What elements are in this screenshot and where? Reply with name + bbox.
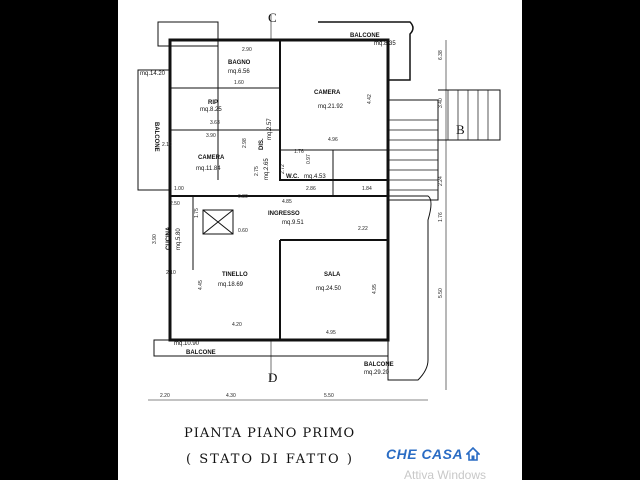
brand-logo: CHE CASA	[386, 444, 481, 464]
os-activation-watermark: Attiva Windows	[404, 468, 487, 480]
room-area-ingresso: mq.9.51	[282, 220, 304, 226]
dimension-label: 1.75	[194, 208, 200, 218]
room-name-tinello: TINELLO	[222, 272, 248, 278]
dimension-label: 4.20	[232, 322, 242, 328]
dimension-label: 4.95	[326, 330, 336, 336]
dimension-label: 2.10	[166, 270, 176, 276]
right-balcony	[388, 195, 432, 360]
dimension-label: 0.60	[238, 228, 248, 234]
dimension-label: 1.60	[234, 80, 244, 86]
room-name-balcone-bottom-right: BALCONE	[364, 362, 394, 368]
house-icon	[466, 447, 481, 461]
room-name-balcone-top: BALCONE	[350, 33, 380, 39]
left-balcony	[137, 69, 171, 191]
brand-logo-text: CHE CASA	[386, 446, 464, 462]
dimension-label: 0.97	[306, 154, 312, 164]
dimension-label: 2.50	[170, 201, 180, 207]
room-name-sala: SALA	[324, 272, 341, 278]
dimension-label: 4.96	[328, 137, 338, 143]
top-right-balcony-outline	[318, 21, 414, 81]
bottom-dimension-label: 2.20	[160, 393, 170, 399]
room-area-camera-1: mq.21.92	[318, 104, 344, 110]
dimension-label: 2.22	[358, 226, 368, 232]
dimension-label: 4.85	[282, 199, 292, 205]
floor-plan: C B D BALCONE mq.8.35 BAGNO mq.6.56 CAME…	[137, 10, 501, 401]
dimension-label: 4.42	[367, 94, 373, 104]
dimension-label: 2.98	[242, 138, 248, 148]
dimension-label: 1.76	[294, 149, 304, 155]
dimension-label: 1.76	[438, 212, 444, 222]
room-area-balcone-top: mq.8.35	[374, 41, 396, 47]
room-area-sala: mq.24.50	[316, 286, 342, 292]
section-letter-d: D	[268, 370, 277, 385]
drawing-subtitle: ( STATO DI FATTO )	[186, 452, 354, 467]
dimension-label: 6.38	[438, 50, 444, 60]
dimension-label: 3.40	[438, 98, 444, 108]
elevator-shaft	[202, 209, 234, 235]
room-name-cucina: CUCINA	[166, 226, 172, 250]
bottom-right-balcony	[387, 340, 429, 381]
dimension-label: 2.24	[438, 176, 444, 186]
room-area-balcone-left: mq.14.20	[140, 71, 166, 77]
room-area-balcone-bottom-left: mq.10.90	[174, 341, 200, 347]
room-name-balcone-bottom-left: BALCONE	[186, 350, 216, 356]
dimension-label: 1.00	[174, 186, 184, 192]
room-area-wc: mq.4.53	[304, 174, 326, 180]
dimension-label: 3.90	[152, 234, 158, 244]
stair-treads	[388, 90, 489, 191]
room-area-tinello: mq.18.69	[218, 282, 244, 288]
room-name-camera-1: CAMERA	[314, 90, 341, 96]
dimension-label: 2.86	[306, 186, 316, 192]
room-area-camera-2: mq.11.84	[196, 166, 221, 172]
camera-wall	[279, 39, 389, 181]
section-letter-b: B	[456, 122, 465, 137]
elevator-diagonal	[202, 209, 234, 235]
room-name-bagno: BAGNO	[228, 60, 251, 66]
room-area-rip2: mq.2.65	[264, 158, 270, 180]
bottom-dimension-label: 5.50	[324, 393, 334, 399]
dimension-label: 3.90	[206, 133, 216, 139]
room-name-balcone-left: BALCONE	[153, 122, 159, 152]
dimension-label: 2.72	[280, 164, 286, 174]
dimension-label: 1.84	[362, 186, 372, 192]
dimension-label: 2.75	[254, 166, 260, 176]
room-area-dis: mq.2.57	[267, 118, 273, 140]
room-name-camera-2: CAMERA	[198, 155, 225, 161]
dimension-label: 2.10	[162, 142, 172, 148]
dimension-label: 5.50	[438, 288, 444, 298]
room-area-rip: mq.8.25	[200, 107, 222, 113]
stair-landing	[438, 89, 501, 141]
room-area-bagno: mq.6.56	[228, 69, 250, 75]
dimension-label: 0.80	[238, 194, 248, 200]
room-name-wc: W.C.	[286, 174, 299, 180]
room-name-ingresso: INGRESSO	[268, 211, 300, 217]
dimension-label: 4.45	[198, 280, 204, 290]
drawing-sheet: C B D BALCONE mq.8.35 BAGNO mq.6.56 CAME…	[118, 0, 522, 480]
dimension-label: 2.90	[242, 47, 252, 53]
section-letter-c: C	[268, 10, 277, 25]
drawing-title: PIANTA PIANO PRIMO	[184, 426, 356, 441]
room-area-balcone-bottom-right: mq.29.20	[364, 370, 390, 376]
room-name-rip: RIP.	[208, 100, 219, 106]
room-name-dis: DIS.	[259, 138, 265, 150]
dimension-label: 4.95	[372, 284, 378, 294]
room-area-cucina: mq.5.80	[176, 228, 182, 250]
dimension-label: 3.63	[210, 120, 220, 126]
bottom-dimension-label: 4.30	[226, 393, 236, 399]
top-left-balcony	[157, 21, 219, 47]
